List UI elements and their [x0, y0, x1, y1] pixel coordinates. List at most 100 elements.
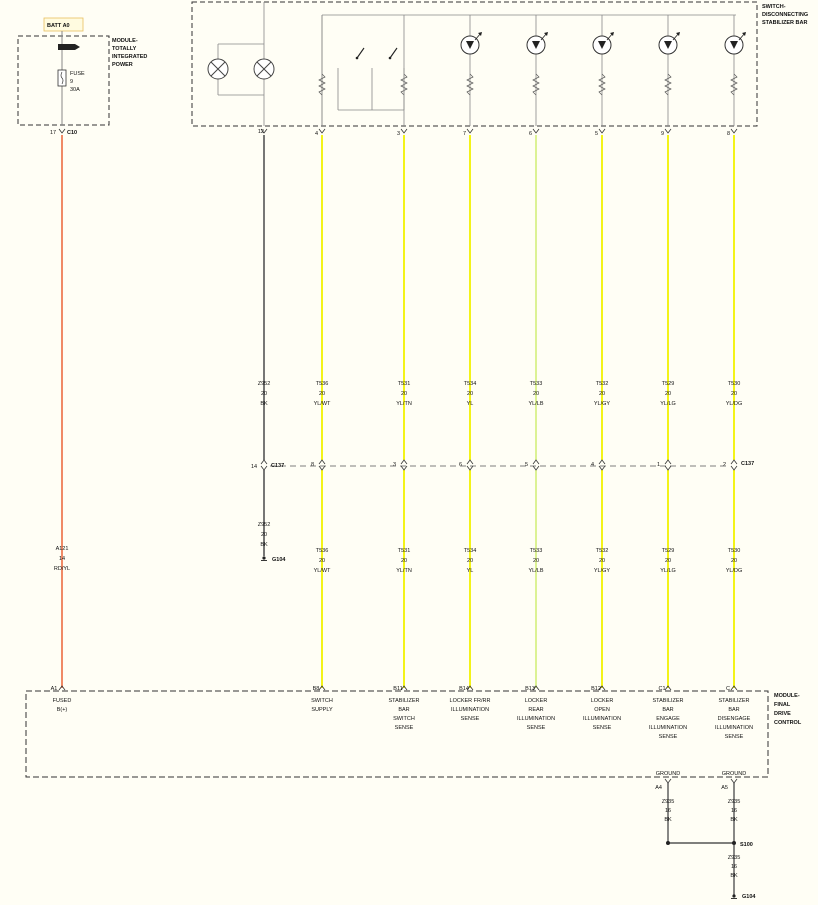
wire-label: 20 [599, 391, 605, 397]
pin-description: ILLUMINATION [715, 725, 753, 731]
connector-pin-icon [58, 128, 66, 134]
connector-pin-icon [400, 465, 408, 471]
indicator-led-icon [742, 32, 746, 36]
tipm-connector: C10 [67, 130, 77, 136]
connector-pin-icon [730, 685, 738, 691]
wire-label: BK [730, 873, 738, 879]
wire-label: YL/DG [726, 401, 743, 407]
wire-label: Z952 [258, 381, 271, 387]
indicator-led-icon [598, 41, 606, 49]
indicator-led-icon [610, 32, 614, 36]
c137-label: C137 [741, 461, 754, 467]
wire-label: T531 [398, 548, 411, 554]
wire-label: YL/TN [396, 568, 412, 574]
switch-contact-icon [356, 47, 365, 59]
wire-label: BK [730, 817, 738, 823]
c137-pin-label: 8 [311, 462, 314, 468]
connector-pin-icon [466, 459, 474, 465]
wire-label: Z935 [728, 799, 741, 805]
resistor-icon [664, 73, 672, 96]
switch-pin-label: 5 [595, 131, 598, 137]
wire-label: YL/GY [594, 401, 611, 407]
fuse-rating: 30A [70, 87, 80, 93]
connector-pin-icon [318, 459, 326, 465]
module-pin-label: B13 [525, 686, 535, 692]
connector-pin-icon [664, 778, 672, 784]
indicator-led-icon [532, 41, 540, 49]
wire-label: 20 [665, 558, 671, 564]
connector-pin-icon [730, 778, 738, 784]
module-title-line: MODULE- [774, 693, 800, 699]
module-pin-label: B8 [313, 686, 320, 692]
wire-label: Z935 [662, 799, 675, 805]
pin-description: BAR [662, 707, 673, 713]
pin-description: ILLUMINATION [517, 716, 555, 722]
wire-label: 20 [665, 391, 671, 397]
module-final-drive-control: MODULE- FINAL DRIVE CONTROL [25, 690, 802, 778]
wire-label: T532 [596, 548, 609, 554]
resistor-icon [598, 73, 606, 96]
indicator-led-icon [478, 32, 482, 36]
pin-description: B(+) [57, 707, 68, 713]
pin-description: SENSE [593, 725, 612, 731]
module-pin-label: C [726, 686, 730, 692]
connector-pin-icon [598, 459, 606, 465]
connector-pin-icon [598, 465, 606, 471]
indicator-led-icon [730, 41, 738, 49]
wire-label: T530 [728, 381, 741, 387]
wire-color-label: RD/YL [54, 566, 70, 572]
tipm-title-line: TOTALLY [112, 46, 137, 52]
module-pin-label: B14 [459, 686, 469, 692]
wire-label: 16 [731, 864, 737, 870]
tipm-pin: 17 [50, 130, 56, 136]
wire-label: T530 [728, 548, 741, 554]
pin-description: SENSE [527, 725, 546, 731]
resistor-icon [532, 73, 540, 96]
connector-pin-icon [730, 459, 738, 465]
c137-pin-label: 3 [393, 462, 396, 468]
switch-pin-label: 12 [258, 129, 264, 135]
connector-pin-icon [400, 128, 408, 134]
pin-description: SWITCH [393, 716, 415, 722]
pin-description: SENSE [461, 716, 480, 722]
tipm-title-line: POWER [112, 62, 133, 68]
indicator-led-icon [664, 41, 672, 49]
pin-description: STABILIZER [718, 698, 749, 704]
pin-description: SWITCH [311, 698, 333, 704]
wire-label: T529 [662, 381, 675, 387]
connector-pin-icon [532, 128, 540, 134]
connector-pin-icon [260, 128, 268, 134]
wire-label: 20 [731, 391, 737, 397]
splice-label: S100 [740, 842, 753, 848]
c137-connector: 14 C137 C137 [251, 461, 754, 470]
ground-icon [732, 894, 736, 898]
connector-pin-icon [58, 685, 66, 691]
c137-ground-pin: 14 [251, 464, 257, 470]
indicator-led-icon [676, 32, 680, 36]
wire-label: T533 [530, 381, 543, 387]
wire-label: T536 [316, 381, 329, 387]
connector-pin-icon [664, 459, 672, 465]
wire-label: Z935 [728, 855, 741, 861]
wire-label: BK [664, 817, 672, 823]
c137-pin-label: 5 [525, 462, 528, 468]
pin-description: SUPPLY [311, 707, 333, 713]
wire-label: 20 [261, 532, 267, 538]
switch-pin-label: 8 [727, 131, 730, 137]
module-title-line: DRIVE [774, 711, 791, 717]
module-pin-label: A1 [51, 686, 58, 692]
c137-pin-label: 6 [459, 462, 462, 468]
connector-pin-icon [532, 459, 540, 465]
pin-description: ILLUMINATION [451, 707, 489, 713]
connector-pin-icon [400, 459, 408, 465]
module-title-line: FINAL [774, 702, 791, 708]
resistor-icon [730, 73, 738, 96]
connector-pin-icon [318, 465, 326, 471]
pin-description: BAR [398, 707, 409, 713]
ground-label: G104 [742, 894, 756, 900]
wire-label: T531 [398, 381, 411, 387]
fuse-number: 9 [70, 79, 73, 85]
pin-description: DISENGAGE [718, 716, 751, 722]
ground-icon [262, 556, 266, 560]
